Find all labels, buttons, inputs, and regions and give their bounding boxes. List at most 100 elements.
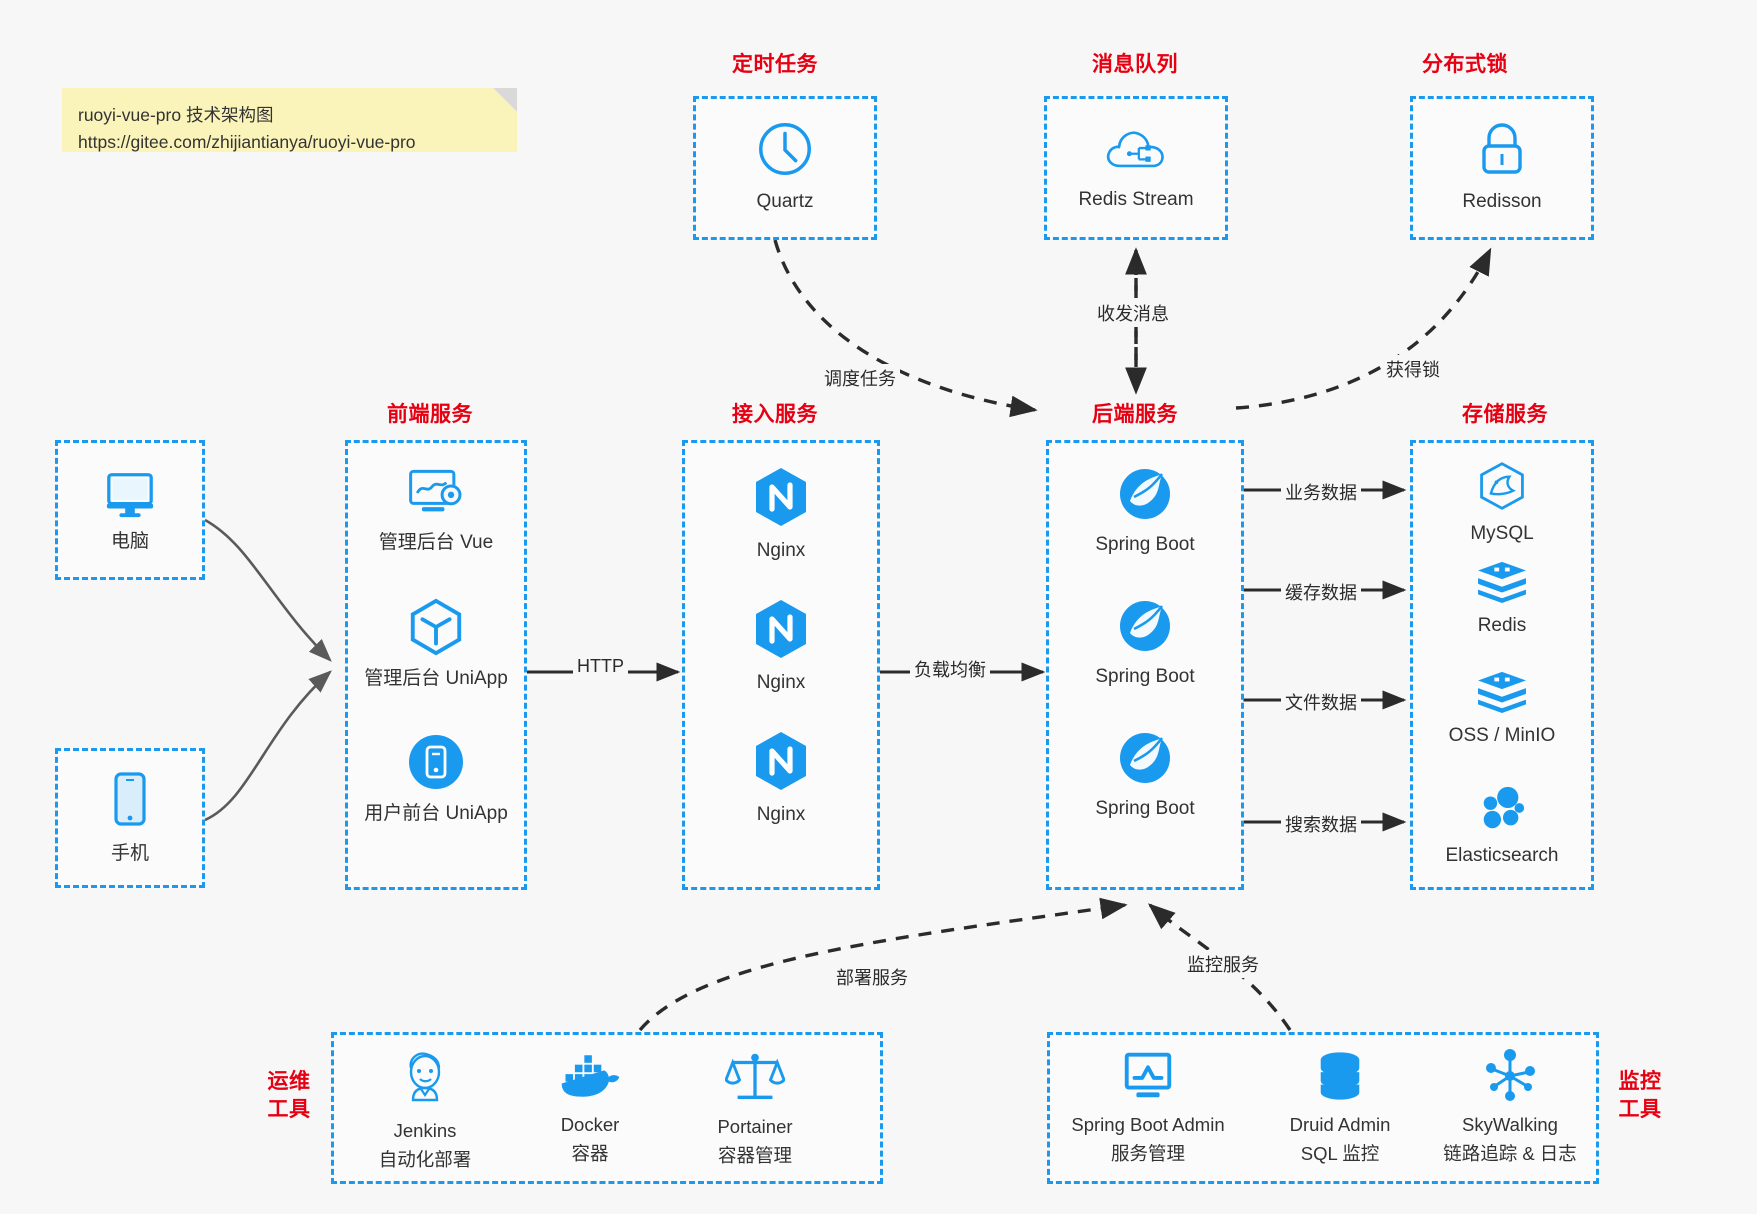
node-nginx-3[interactable]: Nginx [700, 729, 862, 829]
node-label: 电脑 [110, 531, 149, 552]
group-title-gateway: 接入服务 [732, 403, 818, 426]
edge-label-deploy-service: 部署服务 [832, 963, 912, 991]
mysql-icon [1480, 462, 1524, 510]
node-label: SkyWalking [1462, 1114, 1558, 1135]
node-redis[interactable]: Redis [1420, 558, 1584, 640]
edge-label-schedule-task: 调度任务 [820, 364, 900, 392]
edge-label-http: HTTP [573, 655, 628, 678]
group-title-mq: 消息队列 [1092, 53, 1178, 76]
monitor-chart-icon [1124, 1052, 1172, 1098]
node-elasticsearch[interactable]: Elasticsearch [1420, 782, 1584, 870]
node-label: Nginx [756, 804, 806, 825]
lock-icon [1482, 123, 1522, 174]
uniapp-icon [410, 598, 462, 656]
node-label: Docker [560, 1114, 620, 1135]
node-label: Nginx [756, 672, 806, 693]
spring-icon [1120, 601, 1170, 651]
group-box-lock [1410, 96, 1594, 240]
node-label: Redis [1477, 615, 1527, 636]
node-label: OSS / MinIO [1448, 725, 1556, 746]
edge-label-search-data: 搜索数据 [1281, 810, 1361, 838]
node-label: Spring Boot Admin [1071, 1114, 1225, 1135]
node-jenkins[interactable]: Jenkins 自动化部署 [345, 1048, 505, 1174]
jenkins-icon [409, 1052, 441, 1102]
node-spring-boot-admin[interactable]: Spring Boot Admin 服务管理 [1055, 1048, 1241, 1168]
node-oss-minio[interactable]: OSS / MinIO [1420, 668, 1584, 750]
node-label: 手机 [110, 843, 149, 864]
node-redisson[interactable]: Redisson [1430, 118, 1574, 216]
clock-icon [759, 123, 811, 175]
edge-label-acquire-lock: 获得锁 [1382, 355, 1444, 383]
group-title-devops-line1: 运维 [267, 1070, 311, 1093]
nginx-icon [756, 732, 806, 790]
node-label: Spring Boot [1095, 534, 1195, 555]
node-sublabel: 自动化部署 [378, 1148, 472, 1170]
mobile-app-icon [409, 735, 463, 789]
node-label: 管理后台 UniApp [364, 668, 508, 689]
node-spring-boot-2[interactable]: Spring Boot [1064, 597, 1226, 691]
node-label: Elasticsearch [1445, 845, 1559, 866]
node-docker[interactable]: Docker 容器 [510, 1048, 670, 1168]
group-title-monitor: 监控 工具 [1605, 1068, 1675, 1125]
edge-label-cache-data: 缓存数据 [1281, 578, 1361, 606]
node-skywalking[interactable]: SkyWalking 链路追踪 & 日志 [1420, 1048, 1600, 1168]
spring-icon [1120, 733, 1170, 783]
group-title-backend: 后端服务 [1092, 403, 1178, 426]
edge-label-business-data: 业务数据 [1281, 478, 1361, 506]
nginx-icon [756, 600, 806, 658]
group-box-scheduler [693, 96, 877, 240]
node-spring-boot-3[interactable]: Spring Boot [1064, 729, 1226, 823]
node-label: Redis Stream [1078, 189, 1194, 210]
edge-label-send-receive-message: 收发消息 [1093, 299, 1173, 327]
monitor-icon [106, 473, 154, 518]
oss-icon [1478, 671, 1526, 714]
group-title-devops: 运维 工具 [254, 1068, 324, 1125]
edge-label-load-balance: 负载均衡 [910, 655, 990, 683]
node-label: Druid Admin [1289, 1114, 1391, 1135]
group-title-frontend: 前端服务 [387, 403, 473, 426]
node-sublabel: 服务管理 [1110, 1142, 1185, 1164]
node-computer[interactable]: 电脑 [75, 468, 185, 556]
group-box-mq [1044, 96, 1228, 240]
node-phone[interactable]: 手机 [75, 770, 185, 868]
docker-icon [561, 1055, 620, 1097]
note-fold-corner [493, 88, 517, 112]
node-druid-admin[interactable]: Druid Admin SQL 监控 [1260, 1048, 1420, 1168]
elasticsearch-icon [1483, 786, 1525, 829]
nginx-icon [756, 468, 806, 526]
node-portainer[interactable]: Portainer 容器管理 [675, 1048, 835, 1170]
node-nginx-2[interactable]: Nginx [700, 597, 862, 697]
note-url: https://gitee.com/zhijiantianya/ruoyi-vu… [78, 132, 416, 153]
phone-icon [114, 772, 146, 826]
node-sublabel: 容器 [571, 1142, 609, 1164]
group-title-storage: 存储服务 [1462, 403, 1548, 426]
group-title-monitor-line1: 监控 [1618, 1070, 1662, 1093]
note-title: ruoyi-vue-pro 技术架构图 [78, 105, 274, 125]
group-box-frontend [345, 440, 527, 890]
node-spring-boot-1[interactable]: Spring Boot [1064, 465, 1226, 559]
node-label: Quartz [756, 191, 814, 212]
node-admin-vue[interactable]: 管理后台 Vue [355, 465, 517, 557]
skywalking-icon [1486, 1049, 1535, 1101]
node-label: Redisson [1462, 191, 1542, 212]
portainer-icon [725, 1053, 785, 1099]
group-title-scheduler: 定时任务 [732, 53, 818, 76]
dashboard-icon [409, 469, 462, 512]
node-label: Jenkins [393, 1120, 457, 1141]
spring-icon [1120, 469, 1170, 519]
edge-label-monitor-service: 监控服务 [1183, 950, 1263, 978]
cloud-network-icon [1106, 131, 1164, 168]
node-label: Spring Boot [1095, 666, 1195, 687]
node-nginx-1[interactable]: Nginx [700, 465, 862, 565]
node-quartz[interactable]: Quartz [713, 118, 857, 216]
node-admin-uniapp[interactable]: 管理后台 UniApp [355, 597, 517, 693]
node-mysql[interactable]: MySQL [1420, 460, 1584, 548]
node-label: Nginx [756, 540, 806, 561]
group-title-lock: 分布式锁 [1422, 53, 1508, 76]
node-sublabel: 链路追踪 & 日志 [1443, 1142, 1577, 1164]
note-callout: ruoyi-vue-pro 技术架构图 https://gitee.com/zh… [62, 88, 517, 152]
node-user-uniapp[interactable]: 用户前台 UniApp [355, 732, 517, 828]
node-redis-stream[interactable]: Redis Stream [1064, 120, 1208, 214]
group-title-monitor-line2: 工具 [1618, 1098, 1662, 1122]
